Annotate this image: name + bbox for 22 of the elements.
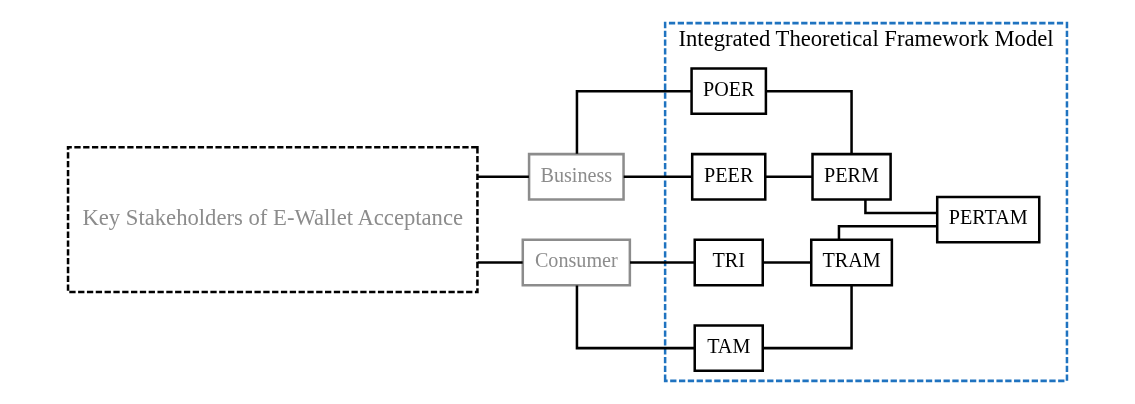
connector: [575, 89, 692, 154]
connector: [575, 285, 695, 350]
connector: [864, 199, 938, 215]
node-box: TRAM: [810, 238, 894, 287]
connector: [837, 225, 937, 240]
node-box: TRI: [693, 238, 764, 287]
node-box: PERTAM: [935, 195, 1041, 244]
connector: [630, 261, 695, 264]
connector: [765, 175, 813, 179]
connector: [762, 261, 811, 264]
connector: [477, 261, 523, 264]
node-box: PERM: [811, 152, 892, 201]
node-box: TAM: [693, 324, 764, 373]
connector: [762, 285, 853, 350]
node-box: Key Stakeholders of E-Wallet Acceptance: [66, 145, 479, 294]
node-box: Business: [527, 152, 625, 201]
connector: [765, 89, 853, 154]
node-box: PEER: [690, 152, 767, 201]
node-box: POER: [690, 67, 768, 116]
node-box: Consumer: [521, 238, 632, 287]
connector: [477, 175, 529, 179]
connector: [623, 175, 693, 179]
